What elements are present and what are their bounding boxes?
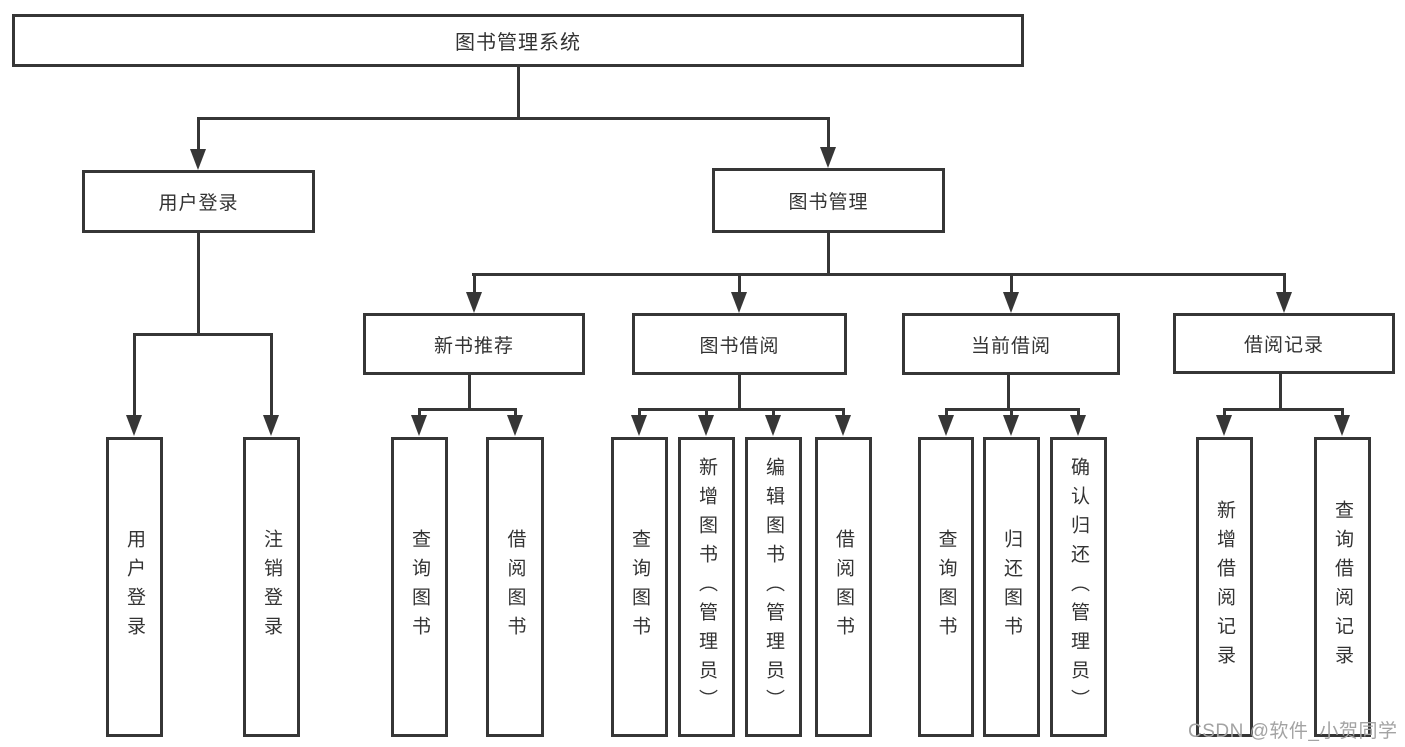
leaf-borrow-books-recommend: 借阅图书 (486, 437, 544, 737)
node-label: 图书借阅 (699, 335, 780, 357)
leaf-query-books-borrowing: 查询图书 (611, 437, 668, 737)
node-label: 新书推荐 (433, 335, 514, 357)
arrow-down-icon (466, 292, 482, 313)
arrow-down-icon (731, 292, 747, 313)
leaf-label: 用户登录 (124, 529, 145, 645)
connector-hline (418, 408, 517, 411)
arrow-down-icon (631, 415, 647, 436)
connector-hline (945, 408, 1080, 411)
leaf-confirm-return-admin: 确认归还（管理员） (1050, 437, 1107, 737)
connector-vline (468, 375, 471, 410)
leaf-borrow-books: 借阅图书 (815, 437, 872, 737)
connector-vline (473, 273, 476, 295)
arrow-down-icon (126, 415, 142, 436)
connector-vline (133, 333, 136, 415)
arrow-down-icon (1070, 415, 1086, 436)
connector-hline (638, 408, 845, 411)
connector-vline (638, 408, 641, 418)
leaf-label: 查询图书 (409, 529, 430, 645)
leaf-label: 注销登录 (261, 529, 282, 645)
arrow-down-icon (1334, 415, 1350, 436)
arrow-down-icon (835, 415, 851, 436)
node-current-borrowing: 当前借阅 (902, 313, 1120, 375)
arrow-down-icon (938, 415, 954, 436)
connector-vline (1010, 273, 1013, 295)
leaf-label: 查询借阅记录 (1332, 500, 1353, 674)
leaf-label: 借阅图书 (504, 529, 526, 645)
node-book-management-system: 图书管理系统 (12, 14, 1024, 67)
connector-vline (705, 408, 708, 418)
connector-vline (1341, 408, 1344, 418)
arrow-down-icon (190, 149, 206, 170)
leaf-label: 借阅图书 (833, 529, 854, 645)
leaf-label: 归还图书 (1001, 529, 1022, 645)
watermark-text: CSDN @软件_小贺同学 (1188, 721, 1398, 742)
connector-vline (1283, 273, 1286, 295)
connector-vline (197, 117, 200, 150)
leaf-query-books-current: 查询图书 (918, 437, 974, 737)
connector-vline (1077, 408, 1080, 418)
arrow-down-icon (820, 147, 836, 168)
leaf-query-borrow-record: 查询借阅记录 (1314, 437, 1371, 737)
node-label: 用户登录 (158, 193, 239, 214)
connector-hline (133, 333, 273, 336)
connector-vline (827, 233, 830, 273)
connector-vline (1007, 375, 1010, 410)
connector-vline (1010, 408, 1013, 418)
connector-vline (418, 408, 421, 418)
leaf-label: 确认归还（管理员） (1068, 456, 1089, 718)
connector-vline (738, 273, 741, 295)
connector-vline (270, 333, 273, 415)
node-label: 图书管理系统 (455, 32, 581, 54)
connector-hline (1223, 408, 1344, 411)
connector-vline (738, 375, 741, 410)
connector-hline (197, 117, 830, 120)
connector-vline (842, 408, 845, 418)
leaf-label: 查询图书 (629, 529, 650, 645)
connector-vline (827, 117, 830, 147)
arrow-down-icon (1003, 415, 1019, 436)
node-book-management: 图书管理 (712, 168, 945, 233)
node-label: 借阅记录 (1243, 335, 1324, 356)
arrow-down-icon (765, 415, 781, 436)
leaf-edit-books-admin: 编辑图书（管理员） (745, 437, 802, 737)
node-book-borrowing: 图书借阅 (632, 313, 847, 375)
leaf-label: 查询图书 (935, 529, 957, 645)
connector-vline (945, 408, 948, 418)
node-label: 当前借阅 (970, 335, 1051, 357)
leaf-add-books-admin: 新增图书（管理员） (678, 437, 735, 737)
connector-vline (514, 408, 517, 418)
connector-vline (517, 67, 520, 117)
leaf-label: 编辑图书（管理员） (763, 456, 784, 718)
leaf-user-login: 用户登录 (106, 437, 163, 737)
arrow-down-icon (507, 415, 523, 436)
leaf-return-books: 归还图书 (983, 437, 1040, 737)
node-label: 图书管理 (788, 192, 869, 213)
connector-vline (772, 408, 775, 418)
leaf-logout: 注销登录 (243, 437, 300, 737)
arrow-down-icon (1276, 292, 1292, 313)
node-new-book-recommendation: 新书推荐 (363, 313, 585, 375)
connector-vline (1223, 408, 1226, 418)
arrow-down-icon (698, 415, 714, 436)
connector-vline (197, 233, 200, 333)
connector-vline (1279, 374, 1282, 410)
arrow-down-icon (411, 415, 427, 436)
arrow-down-icon (1003, 292, 1019, 313)
leaf-add-borrow-record: 新增借阅记录 (1196, 437, 1253, 737)
leaf-label: 新增图书（管理员） (696, 456, 717, 718)
leaf-label: 新增借阅记录 (1214, 500, 1235, 674)
connector-hline (472, 273, 1286, 276)
node-user-login: 用户登录 (82, 170, 315, 233)
arrow-down-icon (263, 415, 279, 436)
node-borrowing-records: 借阅记录 (1173, 313, 1395, 374)
arrow-down-icon (1216, 415, 1232, 436)
leaf-query-books-recommend: 查询图书 (391, 437, 448, 737)
